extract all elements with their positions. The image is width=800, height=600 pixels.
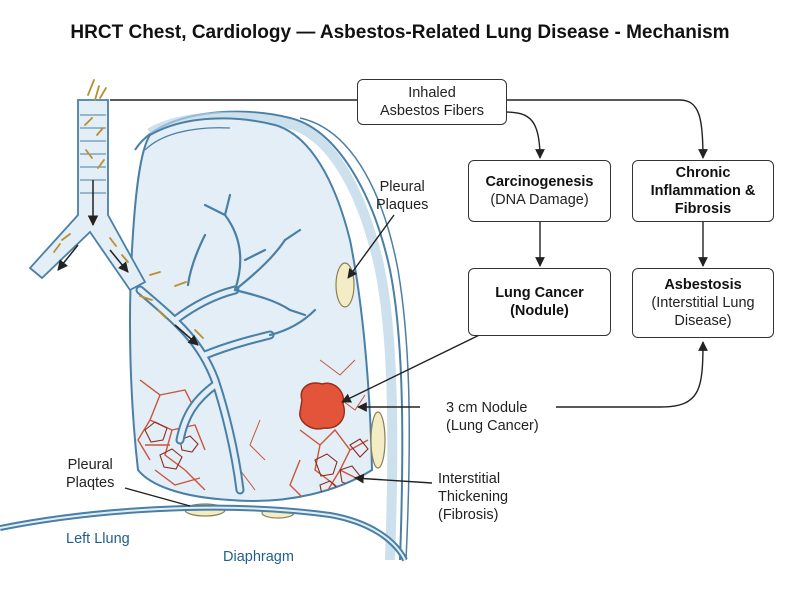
label-pleural-bottom-line2: Plaqtes [66, 475, 115, 491]
label-pleural-plaques-bottom: Pleural Plaqtes [66, 456, 114, 492]
label-interstitial-line1: Interstitial [438, 471, 501, 487]
lung-inner-edge [144, 127, 231, 151]
label-nodule-line1: 3 cm Nodule [446, 400, 528, 416]
label-nodule: 3 cm Nodule (Lung Cancer) [446, 399, 539, 435]
box-chronic-line3: Fibrosis [674, 201, 732, 217]
box-chronic-inflammation: Chronic Inflammation & Fibrosis [632, 160, 774, 222]
box-inhaled-line1: Inhaled [408, 85, 456, 101]
box-carcinogenesis-line1: Carcinogenesis [485, 174, 594, 190]
label-pleural-top-line2: Plaques [376, 197, 429, 213]
bronchial-tree-inner [137, 287, 273, 493]
rib-wall [299, 117, 411, 561]
asbestos-fibers [53, 79, 204, 339]
box-lung-cancer-line1: Lung Cancer [495, 285, 584, 301]
box-asbestosis: Asbestosis (Interstitial Lung Disease) [632, 268, 774, 338]
box-carcinogenesis-line2: (DNA Damage) [490, 192, 589, 208]
box-inhaled-asbestos: Inhaled Asbestos Fibers [357, 79, 507, 125]
trachea [28, 99, 147, 292]
label-interstitial-thickening: Interstitial Thickening (Fibrosis) [438, 470, 508, 524]
chest-wall-band [147, 111, 398, 561]
label-pleural-top-line1: Pleural [379, 179, 425, 195]
label-diaphragm: Diaphragm [223, 549, 294, 565]
label-interstitial-line3: (Fibrosis) [438, 507, 499, 523]
box-carcinogenesis: Carcinogenesis (DNA Damage) [468, 160, 611, 222]
box-lung-cancer-line2: (Nodule) [510, 303, 569, 319]
box-chronic-line2: Inflammation & [650, 183, 756, 199]
label-left-lung: Left Llung [66, 531, 130, 547]
upper-bronchi [186, 193, 317, 337]
diaphragm-line-inner [0, 506, 406, 561]
box-inhaled-line2: Asbestos Fibers [380, 103, 484, 119]
label-nodule-line2: (Lung Cancer) [446, 418, 539, 434]
label-interstitial-line2: Thickening [438, 489, 509, 505]
nodule [299, 382, 345, 430]
page-title: HRCT Chest, Cardiology — Asbestos-Relate… [70, 22, 730, 43]
connectors [110, 99, 708, 507]
box-lung-cancer: Lung Cancer (Nodule) [468, 268, 611, 336]
label-pleural-plaques-top: Pleural Plaques [376, 178, 428, 214]
box-asbestosis-line2: (Interstitial Lung [651, 295, 755, 311]
box-asbestosis-line1: Asbestosis [664, 277, 742, 293]
box-asbestosis-line3: Disease) [674, 313, 732, 329]
box-chronic-line1: Chronic [675, 165, 731, 181]
label-pleural-bottom-line1: Pleural [67, 457, 113, 473]
airflow-arrows [57, 180, 199, 346]
